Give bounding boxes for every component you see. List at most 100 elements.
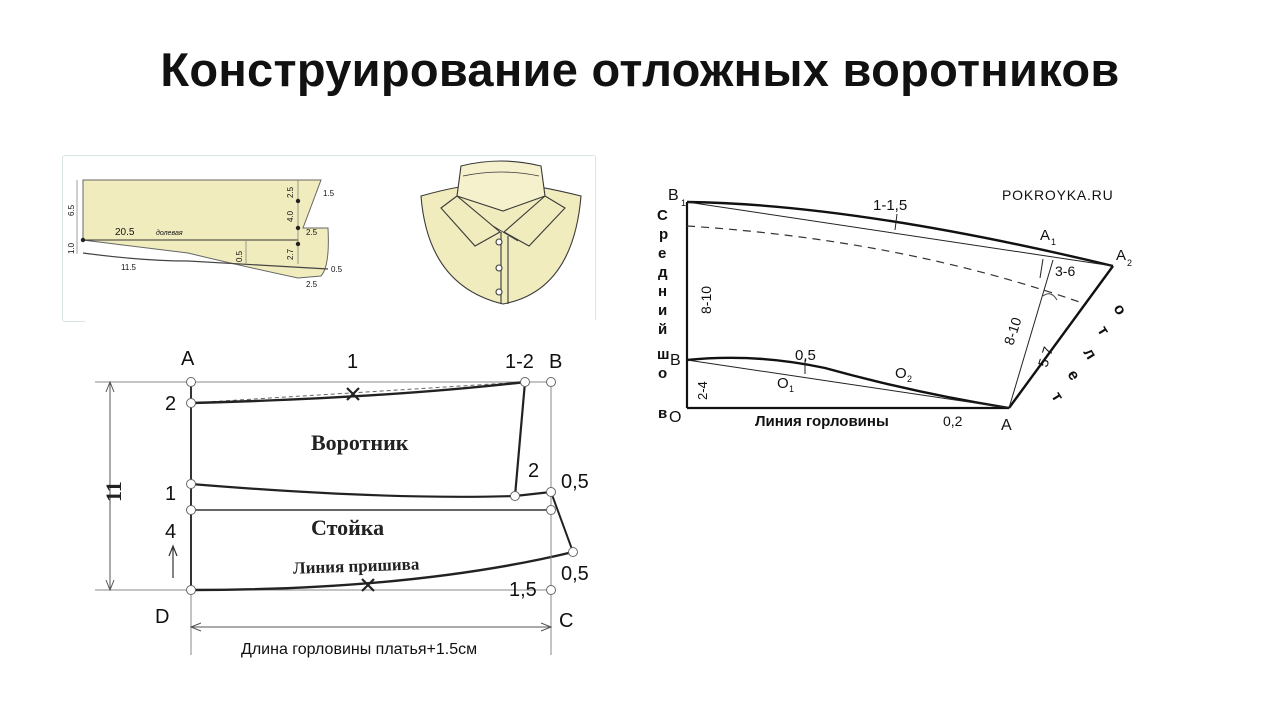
label-O: O [669,409,681,426]
dim-6-5: 6.5 [67,204,76,216]
letter: т [1048,389,1067,405]
label-1-5: 1,5 [509,579,537,601]
label-B: B [549,351,562,373]
label-2-left: 2 [165,393,176,415]
b-a-line [686,359,1010,409]
letter: о [1110,301,1130,318]
label-A: A [181,348,195,370]
label-11: 11 [101,481,126,502]
collar-right-edge [513,381,527,497]
collar-pattern-panel: 6.5 1.0 20.5 долевая 11.5 0.5 2.5 4.0 2.… [62,155,596,322]
turndown-collar-svg: POKROYKA.RU B 1 1-1,5 A 1 A 2 3- [657,187,1132,433]
letter: д [658,264,668,281]
shirt-illustration [420,160,582,305]
label-A: A [1001,417,1012,433]
label-8-10-left: 8-10 [698,286,714,314]
bottom-dimension-arrows [189,622,553,632]
x-mark-bottom [361,578,375,592]
collar-bottom-line [190,482,552,498]
dim-1-0: 1.0 [67,242,76,254]
label-O2: O [895,365,907,382]
watermark: POKROYKA.RU [1002,187,1114,203]
grain-label: долевая [156,229,183,237]
label-dlina: Длина горловины платья+1.5см [241,641,477,658]
angle-arc [1042,293,1058,301]
label-2-4-text: 2-4 [695,381,710,400]
x-mark-top [346,387,360,401]
sredniy-shov-letters: С р е д н и й ш о в [657,207,670,422]
label-2-right: 2 [528,460,539,482]
label-1-left: 1 [165,483,176,505]
fold-line [686,225,1086,305]
point-marker [295,225,301,231]
dim-11-5: 11.5 [121,263,137,272]
label-B: B [670,352,681,369]
attach-line [190,550,574,592]
label-A1-sub: 1 [1051,237,1056,247]
label-1-2: 1-2 [505,351,534,373]
point-marker [295,241,301,247]
collar-end-edge [1008,265,1114,409]
dim-1-5: 1.5 [323,189,335,198]
label-A2: A [1116,247,1126,264]
label-1-top: 1 [347,351,358,373]
label-4: 4 [165,521,176,543]
collar-stand-panel: A 1 1-2 B 2 Воротник 2 1 0,5 4 Стойка Ли… [85,320,635,700]
tick-1-1-5 [894,213,898,231]
label-C: C [559,610,573,632]
label-D: D [155,606,169,628]
point-circles [186,377,578,595]
label-stoika: Стойка [311,515,384,540]
label-vorotnik: Воротник [311,430,409,455]
letter: ш [657,346,670,363]
label-A2-sub: 2 [1127,258,1132,268]
point-marker [295,198,301,204]
letter: н [658,283,667,300]
collar-pattern-svg: 6.5 1.0 20.5 долевая 11.5 0.5 2.5 4.0 2.… [67,160,582,305]
dim-4-0-vert: 4.0 [286,210,295,222]
label-liniya-gorloviny: Линия горловины [755,413,889,430]
up-arrow [168,544,178,578]
dim-2-7-vert: 2.7 [286,248,295,260]
letter: о [658,365,667,382]
dim-2-5-a: 2.5 [306,228,318,237]
label-O1-sub: 1 [789,384,794,394]
label-0-5-b: 0,5 [561,563,589,585]
turndown-collar-panel: POKROYKA.RU B 1 1-1,5 A 1 A 2 3- [655,178,1155,433]
dim-2-5-vert: 2.5 [286,186,295,198]
label-0-5: 0,5 [795,347,816,364]
outer-edge [686,200,1114,268]
otlet-letters: о т л е т [1048,301,1130,405]
dim-0-5-b: 0.5 [331,265,343,274]
label-3-6: 3-6 [1055,263,1075,279]
letter: р [659,226,668,243]
label-liniya-prishiva: Линия пришива [293,554,420,577]
letter: т [1094,323,1113,339]
letter: е [1064,367,1083,384]
neckline-curve [686,356,1010,410]
label-O1: O [777,375,789,392]
label-5-7: 5-7 [1035,345,1057,369]
collar-bottom-curve [82,252,329,270]
label-0-2: 0,2 [943,413,963,429]
label-0-5-a: 0,5 [561,471,589,493]
dim-20-5: 20.5 [115,227,135,238]
label-A1: A [1040,227,1050,244]
point-marker [80,237,86,243]
letter: С [657,207,668,224]
b1-a2-line [686,201,1114,267]
diagonal-guide [1008,259,1054,409]
dim-2-5-b: 2.5 [306,280,318,289]
letter: е [658,245,666,262]
stand-right-edge [550,491,574,553]
letter: л [1080,345,1100,363]
height-dimension-arrows [105,380,115,592]
letter: в [658,405,667,422]
label-8-10-right: 8-10 [1001,315,1025,347]
letter: и [658,302,667,319]
collar-top-line [190,380,526,405]
dim-0-5-vert: 0.5 [235,250,244,262]
tick-3-6 [1039,258,1044,279]
label-1-1-5: 1-1,5 [873,197,907,214]
slide-title: Конструирование отложных воротников [160,43,1120,96]
